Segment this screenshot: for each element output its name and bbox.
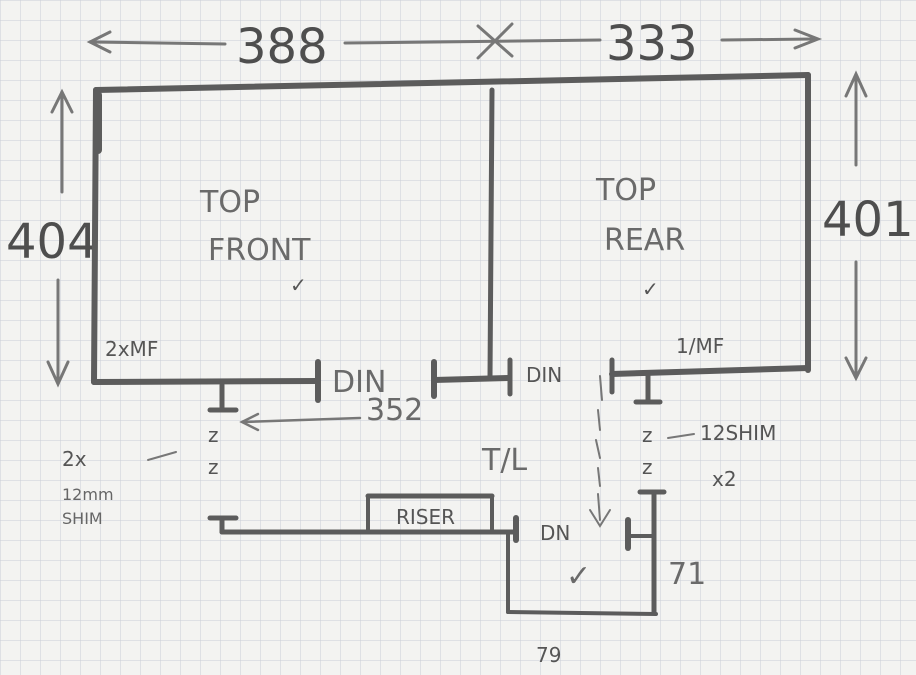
din-label-right: DIN [526, 363, 562, 387]
measure-352-label: 352 [366, 393, 423, 428]
left-shim-note-line1: 2x [62, 447, 87, 471]
left-shim-z2: z [208, 455, 219, 479]
right-shim-note-line1: 12SHIM [700, 421, 776, 445]
drop-arrow [589, 375, 611, 528]
dimension-404: 404 [6, 214, 98, 270]
left-height-arrow [46, 88, 74, 388]
dimension-401: 401 [822, 192, 914, 248]
dn-label: DN [540, 521, 570, 545]
top-front-corner-note: 2xMF [105, 337, 158, 361]
top-rear-corner-note: 1/MF [676, 334, 724, 358]
top-front-label-line2: FRONT [208, 233, 311, 268]
lower-box-tick: ✓ [566, 559, 591, 594]
left-shim-note-leader [147, 451, 177, 461]
left-shim-z1: z [208, 423, 219, 447]
left-shim-note-line3: SHIM [62, 509, 103, 528]
right-shim-z2: z [642, 455, 653, 479]
top-rear-tick: ✓ [642, 277, 659, 301]
top-dimension-arrow [86, 22, 823, 60]
lower-box-outline [219, 493, 658, 616]
tl-note: T/L [481, 443, 527, 478]
lower-box-height: 71 [668, 557, 706, 592]
right-shim-stack [633, 372, 667, 615]
measure-352-arrow [242, 416, 362, 424]
din-label-left: DIN [332, 365, 386, 400]
top-rear-label-line1: TOP [595, 173, 656, 208]
right-shim-z1: z [642, 423, 653, 447]
right-height-arrow [844, 70, 868, 382]
left-shim-note-line2: 12mm [62, 485, 114, 504]
top-front-tick: ✓ [290, 273, 307, 297]
lower-box-width: 79 [536, 643, 561, 667]
dimension-333: 333 [606, 16, 698, 72]
top-panels-outline [91, 72, 811, 403]
riser-label: RISER [396, 505, 455, 529]
top-front-label-line1: TOP [199, 185, 260, 220]
dimension-388: 388 [236, 19, 328, 75]
top-rear-label-line2: REAR [604, 223, 685, 258]
right-shim-note-line2: x2 [712, 467, 737, 491]
right-shim-note-leader [667, 433, 695, 439]
